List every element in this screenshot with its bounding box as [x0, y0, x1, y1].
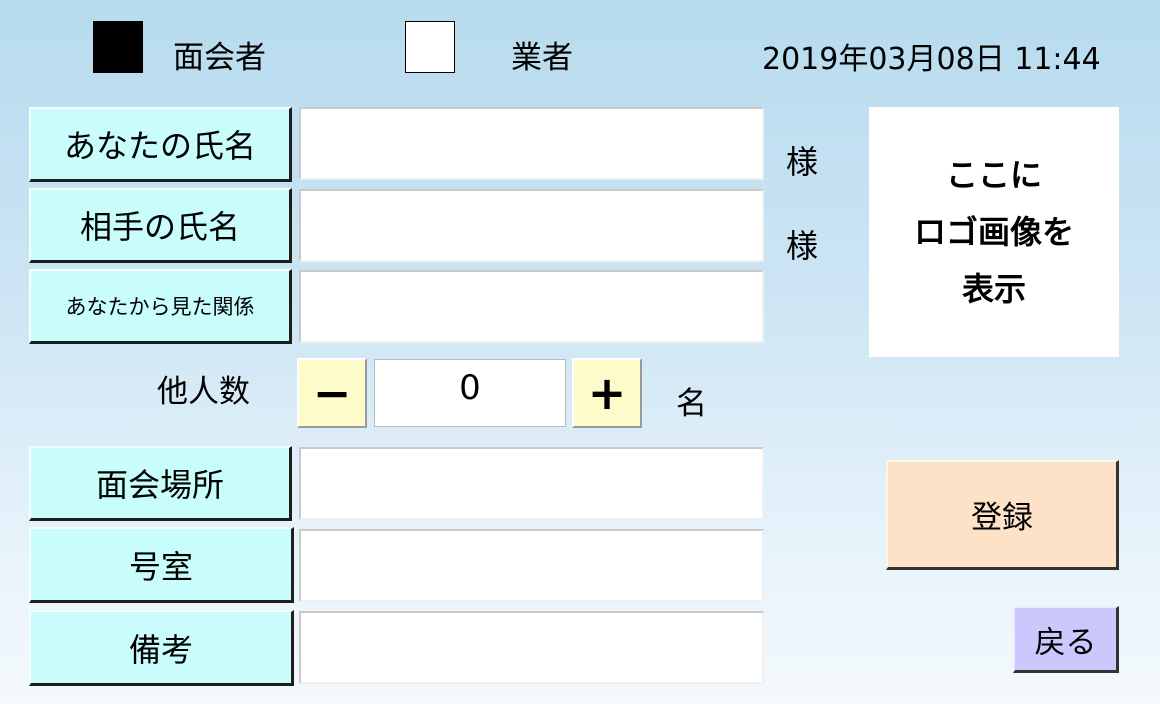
current-datetime: 2019年03月08日 11:44: [762, 42, 1101, 77]
notes-input[interactable]: [299, 611, 764, 684]
logo-placeholder: ここに ロゴ画像を 表示: [869, 107, 1119, 357]
other-name-input[interactable]: [299, 189, 764, 262]
plus-button[interactable]: +: [572, 358, 642, 428]
vendor-checkbox[interactable]: [405, 21, 455, 73]
minus-button[interactable]: −: [297, 358, 367, 428]
other-count-unit: 名: [676, 386, 707, 422]
logo-placeholder-text: ここに ロゴ画像を 表示: [913, 155, 1074, 308]
meeting-place-label: 面会場所: [29, 446, 292, 521]
your-name-label: あなたの氏名: [29, 107, 292, 182]
room-label: 号室: [29, 527, 294, 603]
other-name-honorific: 様: [786, 227, 819, 265]
relationship-label: あなたから見た関係: [29, 269, 292, 344]
other-count-value[interactable]: 0: [374, 359, 566, 427]
vendor-label: 業者: [511, 40, 573, 76]
your-name-honorific: 様: [786, 143, 819, 181]
back-button[interactable]: 戻る: [1013, 606, 1119, 673]
other-name-label: 相手の氏名: [29, 188, 292, 263]
other-count-label: 他人数: [157, 374, 250, 410]
relationship-input[interactable]: [299, 270, 764, 343]
notes-label: 備考: [29, 610, 294, 686]
register-button[interactable]: 登録: [886, 460, 1119, 570]
meeting-visitor-label: 面会者: [173, 40, 266, 76]
meeting-place-input[interactable]: [299, 447, 764, 520]
meeting-visitor-checkbox[interactable]: [93, 21, 143, 73]
your-name-input[interactable]: [299, 107, 764, 180]
room-input[interactable]: [299, 529, 764, 602]
